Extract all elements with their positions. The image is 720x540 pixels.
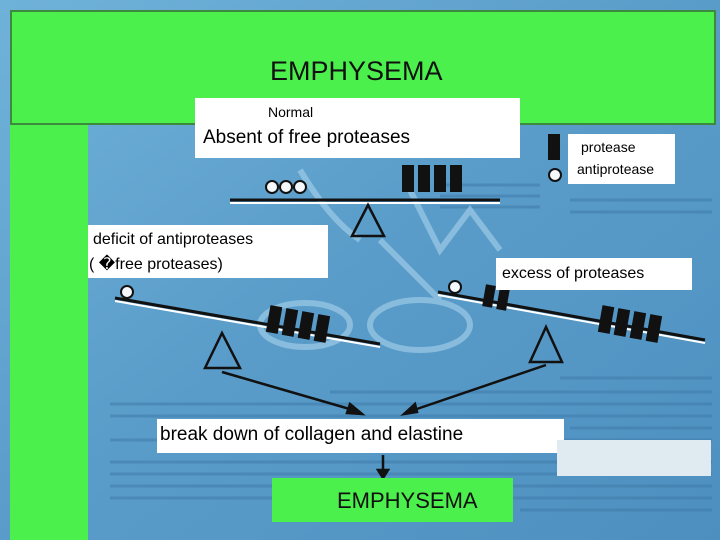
excess-label-box xyxy=(496,258,692,290)
balance-excess xyxy=(437,280,706,364)
breakdown-label: break down of collagen and elastine xyxy=(160,424,464,445)
result-box xyxy=(272,478,513,522)
overlay-patch xyxy=(557,440,711,476)
balance-deficit xyxy=(114,285,381,370)
absent-proteases-label: Absent of free proteases xyxy=(203,127,411,148)
legend-antiprotease: antiprotease xyxy=(577,161,655,177)
deficit-label-box xyxy=(88,225,328,278)
result-label: EMPHYSEMA xyxy=(337,488,478,513)
antiprotease-icon xyxy=(548,168,562,182)
normal-label-box xyxy=(195,98,520,158)
balance-normal xyxy=(230,165,500,238)
legend-protease: protease xyxy=(581,139,636,155)
excess-label: excess of proteases xyxy=(502,265,645,282)
deficit-label-line1: deficit of antiproteases xyxy=(93,231,254,248)
page-title: EMPHYSEMA xyxy=(270,56,443,86)
legend-box xyxy=(568,134,675,184)
breakdown-label-box xyxy=(157,419,564,453)
deficit-label-line2: ( �free proteases) xyxy=(89,256,223,273)
normal-label: Normal xyxy=(268,104,314,120)
flow-arrows xyxy=(221,363,547,481)
protease-icon xyxy=(548,134,560,160)
left-green-bar xyxy=(10,125,88,540)
